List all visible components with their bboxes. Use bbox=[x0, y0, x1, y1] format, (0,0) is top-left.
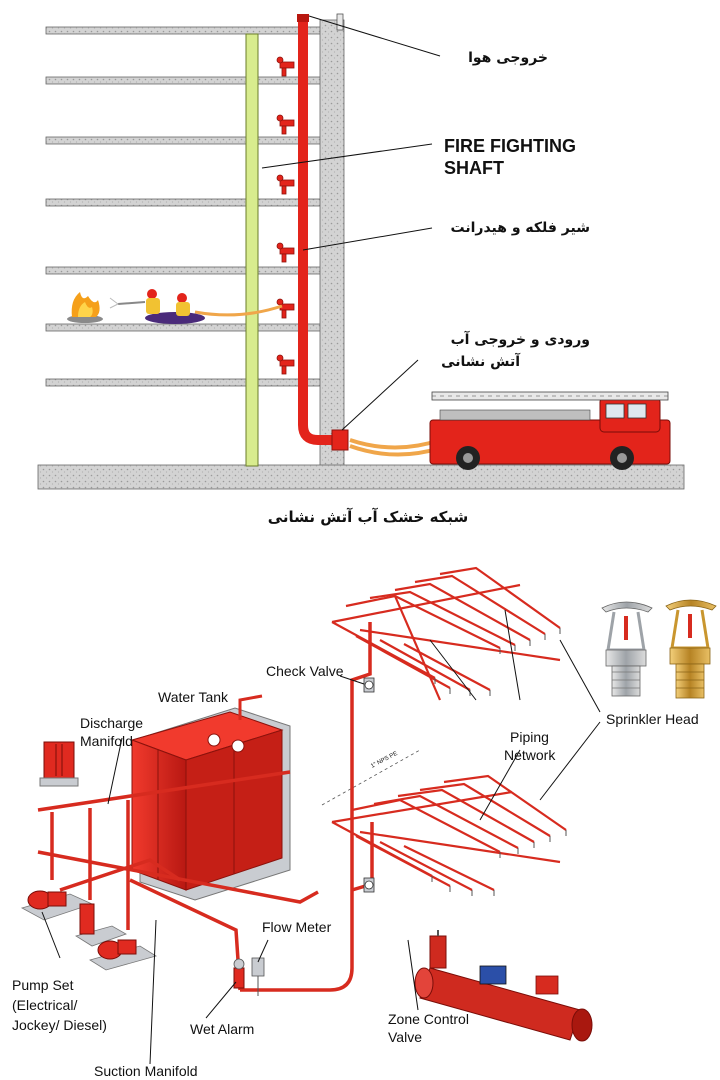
wet-alarm-valve bbox=[233, 958, 245, 989]
firefighters-with-hose bbox=[109, 289, 283, 324]
discharge-label-line2: Manifold bbox=[80, 733, 133, 749]
lower-sprinkler-grid bbox=[331, 774, 567, 891]
pump-set bbox=[20, 890, 157, 971]
top-caption: شبکه خشک آب آتش نشانی bbox=[268, 508, 469, 526]
dry-riser-pipe bbox=[297, 14, 349, 451]
water-tank-icon bbox=[130, 694, 291, 901]
inlet-label-line1: ورودی و خروجی آب bbox=[451, 330, 590, 348]
zone-control-valve bbox=[414, 930, 593, 1042]
sprinkler-head-label: Sprinkler Head bbox=[606, 711, 699, 727]
fire-icon bbox=[67, 292, 103, 323]
wet-alarm-label: Wet Alarm bbox=[190, 1021, 254, 1037]
sprinkler-system-diagram: 1" NPS PE bbox=[12, 566, 717, 1079]
landing-valves bbox=[276, 56, 295, 375]
flow-meter bbox=[251, 957, 265, 996]
pipe-spec-label: 1" NPS PE bbox=[370, 751, 399, 770]
leader-lines bbox=[261, 15, 441, 431]
fire-truck-icon bbox=[349, 391, 671, 470]
shaft-label-line1: FIRE FIGHTING bbox=[444, 136, 576, 156]
flow-meter-label: Flow Meter bbox=[262, 919, 332, 935]
zone-control-label-line2: Valve bbox=[388, 1029, 422, 1045]
building-floors bbox=[45, 26, 323, 387]
callout-lines bbox=[41, 609, 601, 1065]
piping-label-line1: Piping bbox=[510, 729, 549, 745]
piping-label-line2: Network bbox=[504, 747, 556, 763]
floor-control-valve bbox=[363, 877, 375, 893]
check-valve-label: Check Valve bbox=[266, 663, 344, 679]
zone-control-label-line1: Zone Control bbox=[388, 1011, 469, 1027]
fire-fighting-shaft bbox=[245, 33, 259, 467]
suction-manifold-label: Suction Manifold bbox=[94, 1063, 198, 1079]
sprinkler-head-brass-icon bbox=[665, 599, 717, 699]
discharge-label-line1: Discharge bbox=[80, 715, 143, 731]
air-outlet-label: خروجی هوا bbox=[468, 50, 548, 66]
shaft-label-line2: SHAFT bbox=[444, 158, 504, 178]
upper-sprinkler-drops bbox=[434, 628, 561, 696]
air-vent-pipe bbox=[336, 13, 344, 31]
lower-sprinkler-drops bbox=[431, 830, 567, 896]
dry-riser-diagram: خروجی هوا FIRE FIGHTING SHAFT شیر فلکه و… bbox=[37, 13, 685, 526]
dimension-line bbox=[321, 749, 421, 806]
pump-set-label-line2: (Electrical/ bbox=[12, 997, 77, 1013]
sprinkler-head-chrome-icon bbox=[601, 601, 653, 697]
concrete-wall bbox=[319, 19, 345, 467]
pump-set-label-line1: Pump Set bbox=[12, 977, 74, 993]
ground-slab bbox=[37, 464, 685, 490]
water-tank-label: Water Tank bbox=[158, 689, 229, 705]
inlet-label-line2: آتش نشانی bbox=[441, 352, 521, 370]
hose-valve-label: شیر فلکه و هیدرانت bbox=[451, 220, 590, 236]
pump-set-label-line3: Jockey/ Diesel) bbox=[12, 1017, 107, 1033]
upper-sprinkler-grid bbox=[331, 566, 561, 701]
discharge-manifold bbox=[39, 741, 79, 787]
check-valve bbox=[363, 677, 375, 693]
